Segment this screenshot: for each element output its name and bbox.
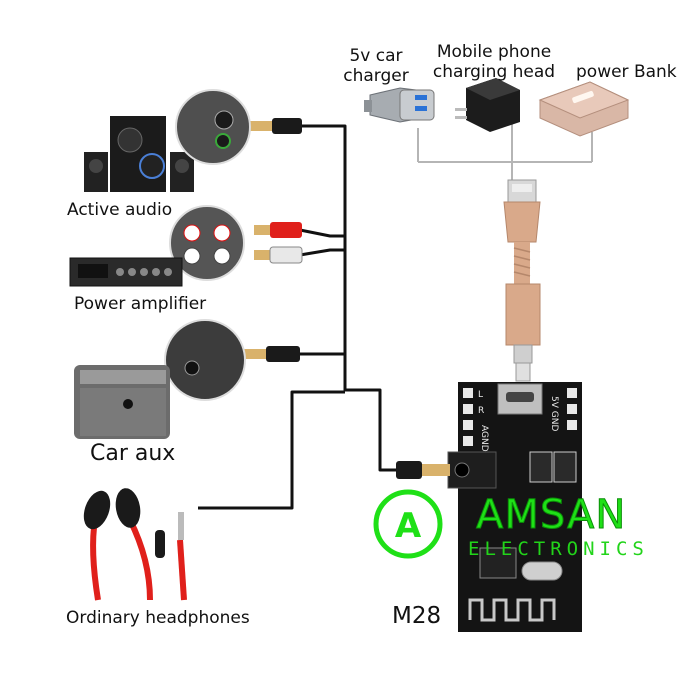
brand-watermark: AMSAN ELECTRONICS [372, 488, 672, 568]
car-aux-label: Car aux [90, 441, 176, 466]
svg-text:R: R [478, 406, 484, 416]
usb-cable-icon [503, 179, 541, 382]
svg-text:5V GND: 5V GND [549, 396, 559, 431]
brand-name: AMSAN [475, 492, 627, 539]
svg-text:L: L [478, 390, 483, 400]
svg-text:A: A [395, 506, 422, 546]
phone-charger-label: Mobile phone charging head [432, 42, 556, 82]
module-name-label: M28 [392, 603, 442, 629]
headphones-label: Ordinary headphones [66, 608, 250, 628]
power-amplifier-icon [69, 257, 183, 287]
power-bank-label: power Bank [576, 62, 677, 82]
car-charger-label: 5v car charger [343, 46, 409, 86]
power-bank-icon [538, 81, 630, 137]
phone-charger-icon [455, 78, 520, 132]
speaker-system-icon [84, 116, 194, 192]
power-amplifier-label: Power amplifier [74, 294, 207, 314]
power-source-lines [417, 120, 593, 180]
board-pin-labels: L R AGND 5V GND [478, 390, 559, 452]
car-aux-icon [74, 365, 170, 439]
earphones-icon [83, 488, 187, 601]
brand-subtitle: ELECTRONICS [468, 538, 649, 560]
zoom-bubble [164, 89, 251, 401]
brand-logo-icon: A [373, 489, 443, 559]
audio-cables [198, 124, 420, 510]
active-audio-label: Active audio [67, 200, 173, 220]
car-charger-icon [364, 87, 435, 123]
svg-text:AGND: AGND [479, 425, 489, 452]
jack-plug-icon [244, 118, 450, 479]
m28-board [447, 382, 582, 632]
rca-plug-icon [254, 222, 303, 264]
